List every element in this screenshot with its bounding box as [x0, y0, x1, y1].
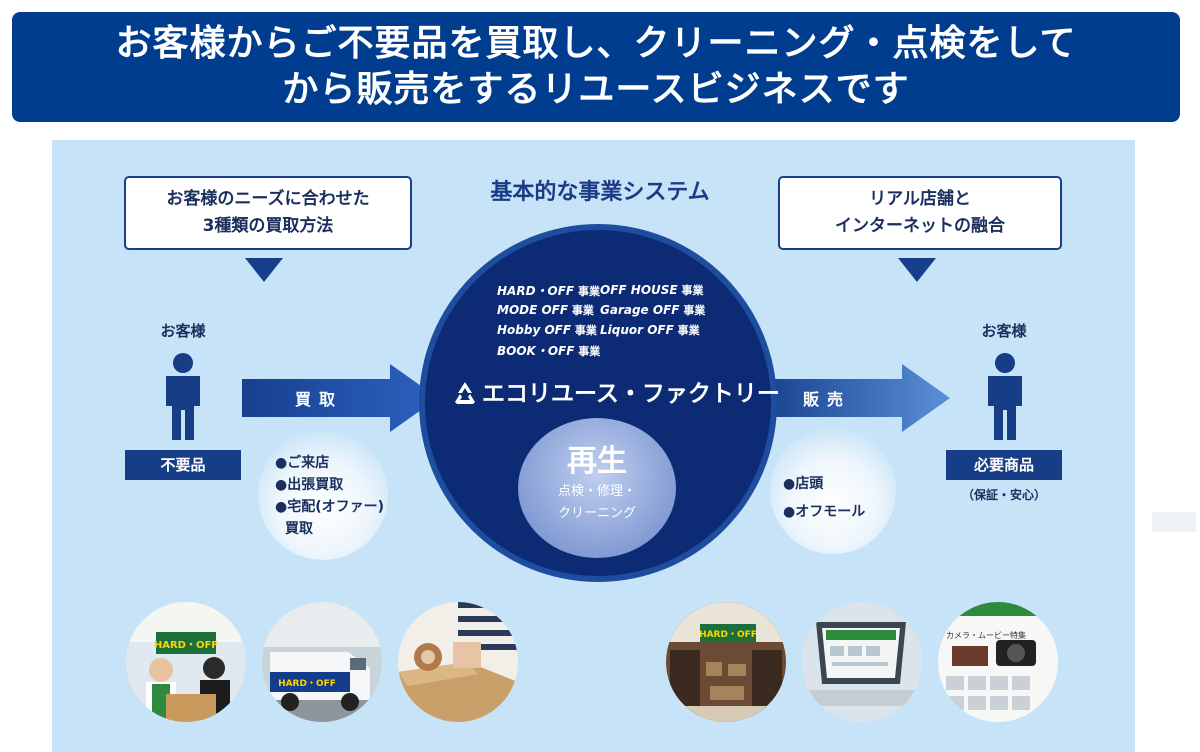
- left-person-icon: [166, 353, 200, 440]
- van-sign-text: HARD・OFF: [278, 679, 336, 689]
- right-customer-tag: 必要商品: [946, 450, 1062, 480]
- right-customer-label: お客様: [981, 322, 1027, 340]
- brand-garageoff: Garage OFF 事業: [600, 302, 705, 318]
- brand-name: MODE OFF: [497, 303, 569, 317]
- sell-channel-item: ●オフモール: [783, 504, 866, 520]
- brand-suffix: 事業: [577, 285, 600, 298]
- regeneration-line-1: 点検・修理・: [557, 484, 636, 499]
- faint-overlay: [1152, 512, 1196, 532]
- buy-methods-bubble: [258, 430, 388, 560]
- brand-suffix: 事業: [683, 304, 706, 317]
- brand-suffix: 事業: [578, 345, 601, 358]
- left-customer-tag: 不要品: [125, 450, 241, 480]
- sell-channels-list: ●店頭 ●オフモール: [783, 470, 865, 526]
- brand-name: Hobby OFF: [497, 323, 572, 337]
- sell-channels-bubble: [770, 428, 896, 554]
- regeneration-line-2: クリーニング: [557, 506, 636, 521]
- brand-name: HARD・OFF: [497, 284, 575, 298]
- brand-suffix: 事業: [571, 304, 594, 317]
- brand-offhouse: OFF HOUSE 事業: [600, 282, 703, 298]
- brand-liquoroff: Liquor OFF 事業: [600, 322, 700, 338]
- brand-name: Garage OFF: [600, 303, 680, 317]
- buy-method-item: ●出張買取: [275, 477, 344, 493]
- store-sign-text: HARD・OFF: [154, 640, 218, 651]
- sell-arrow-label: 販売: [803, 390, 852, 409]
- brand-hardoff: HARD・OFF 事業: [497, 282, 600, 299]
- brand-name: BOOK・OFF: [497, 344, 575, 358]
- left-callout-pointer: [245, 258, 283, 282]
- company-name-row: エコリユース・ファクトリー: [452, 374, 780, 408]
- buy-arrow: [242, 364, 438, 432]
- brand-bookoff: BOOK・OFF 事業: [497, 342, 600, 359]
- brand-suffix: 事業: [681, 284, 704, 297]
- title-banner: お客様からご不要品を買取し、クリーニング・点検をして から販売をするリユースビジ…: [12, 12, 1180, 122]
- photo-delivery-box: [398, 602, 518, 722]
- brand-modeoff: MODE OFF 事業: [497, 302, 594, 318]
- buy-method-item: ●ご来店: [275, 455, 330, 471]
- right-customer-sub: （保証・安心）: [961, 488, 1046, 502]
- brand-hobbyoff: Hobby OFF 事業: [497, 322, 597, 338]
- regeneration-title: 再生: [567, 444, 627, 479]
- left-callout: お客様のニーズに合わせた 3種類の買取方法: [124, 176, 412, 250]
- sell-channel-item: ●店頭: [783, 476, 824, 492]
- right-callout-pointer: [898, 258, 936, 282]
- brand-suffix: 事業: [677, 324, 700, 337]
- web-catalog-title: カメラ・ムービー特集: [946, 630, 1026, 640]
- store-shelves-sign-text: HARD・OFF: [699, 630, 757, 640]
- photo-store-counter: HARD・OFF: [126, 602, 246, 722]
- photo-pickup-van: HARD・OFF: [262, 602, 382, 722]
- buy-methods-list: ●ご来店 ●出張買取 ●宅配(オファー) 買取: [275, 452, 384, 540]
- right-callout-line-2: インターネットの融合: [835, 216, 1005, 236]
- buy-method-item: 買取: [285, 521, 313, 537]
- right-person-icon: [988, 353, 1022, 440]
- brand-suffix: 事業: [574, 324, 597, 337]
- photo-web-catalog: カメラ・ムービー特集: [938, 602, 1058, 722]
- left-callout-line-2: 3種類の買取方法: [202, 216, 334, 236]
- left-customer-label: お客様: [160, 322, 206, 340]
- right-callout-line-1: リアル店舗と: [869, 189, 971, 209]
- sell-arrow: [760, 364, 950, 432]
- regeneration-circle: 再生 点検・修理・ クリーニング: [518, 418, 676, 558]
- brand-name: Liquor OFF: [600, 323, 674, 337]
- right-callout: リアル店舗と インターネットの融合: [778, 176, 1062, 250]
- left-callout-line-1: お客様のニーズに合わせた: [166, 189, 370, 209]
- system-title: 基本的な事業システム: [490, 180, 710, 205]
- buy-arrow-label: 買取: [295, 390, 344, 409]
- company-name: エコリユース・ファクトリー: [482, 381, 780, 407]
- photo-store-shelves: HARD・OFF: [666, 602, 786, 722]
- banner-line-2: から販売をするリユースビジネスです: [282, 69, 910, 110]
- photo-laptop-shop: [802, 602, 922, 722]
- brand-name: OFF HOUSE: [600, 283, 678, 297]
- recycle-icon: [455, 382, 475, 404]
- buy-method-item: ●宅配(オファー): [275, 499, 385, 515]
- banner-line-1: お客様からご不要品を買取し、クリーニング・点検をして: [115, 23, 1077, 64]
